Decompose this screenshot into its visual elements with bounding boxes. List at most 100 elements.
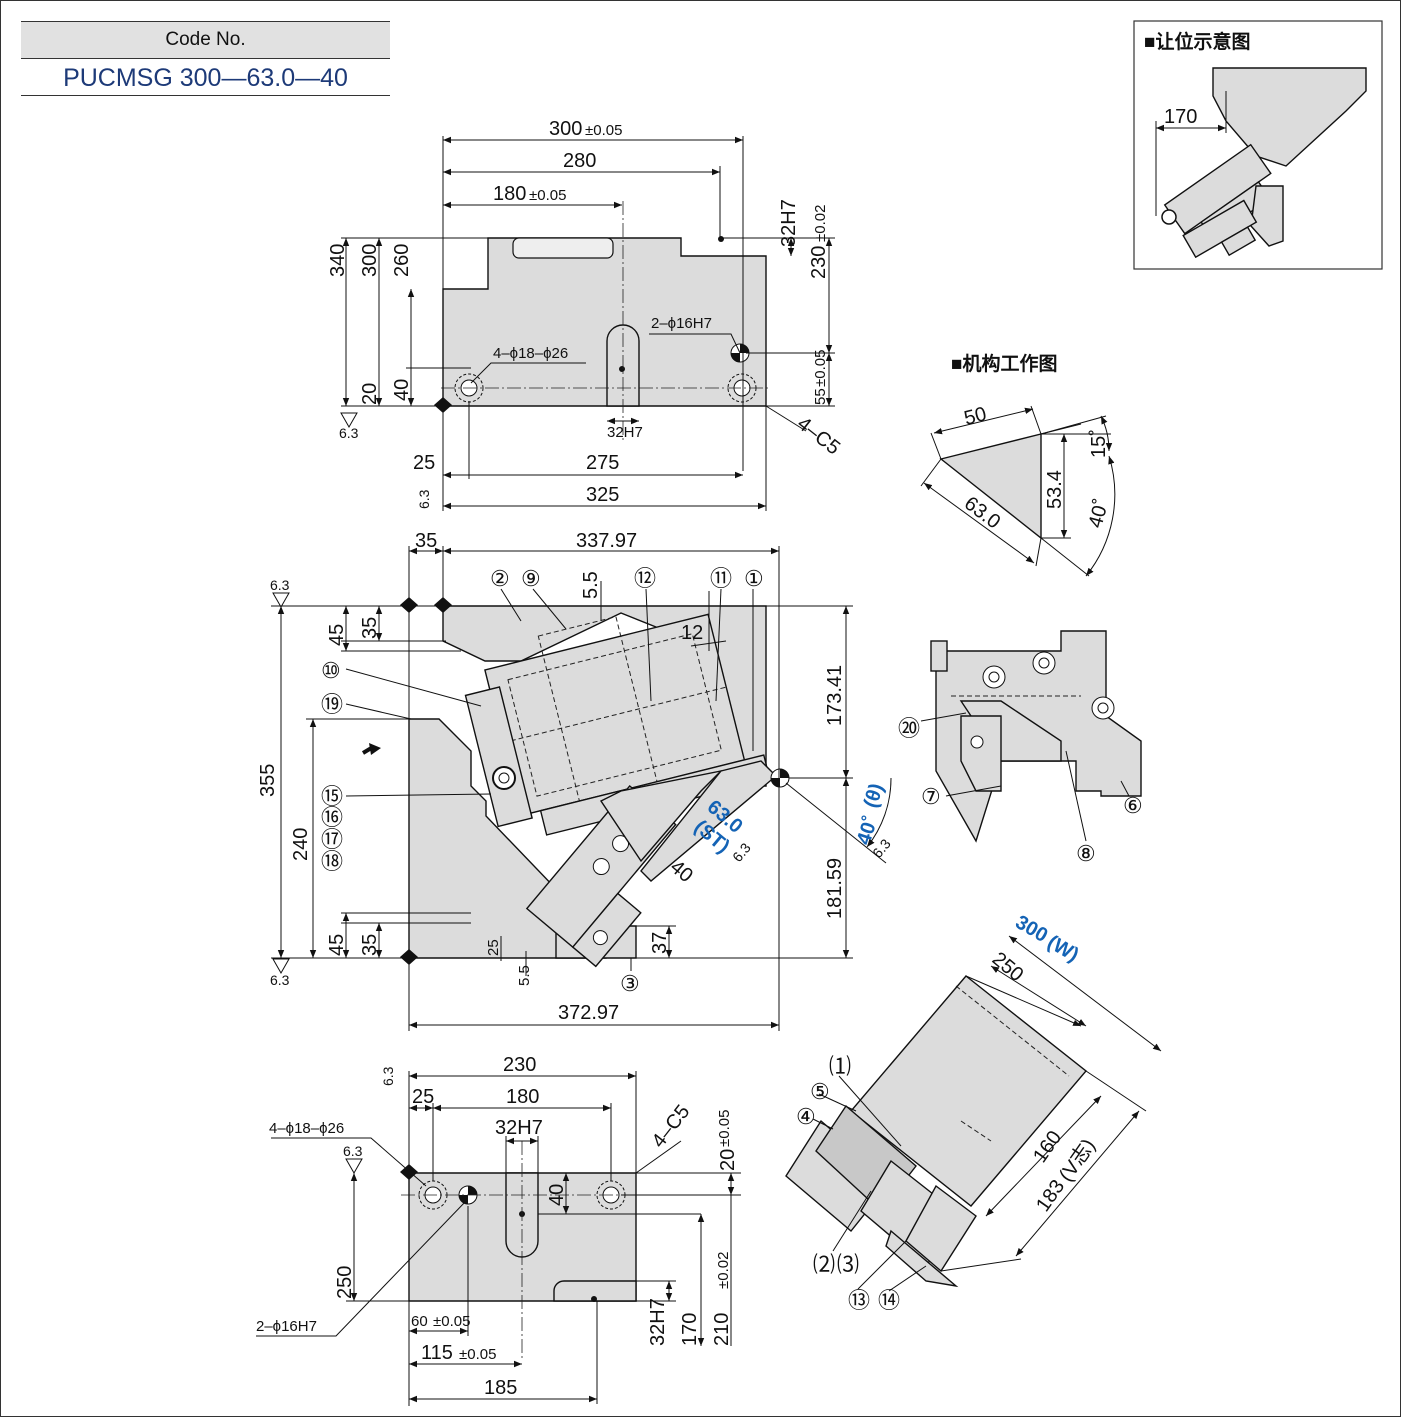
clearance-heading: ■让位示意图	[1144, 30, 1250, 53]
dim-280: 280	[563, 150, 596, 172]
dim-173: 173.41	[824, 665, 846, 726]
hidden-line	[502, 686, 727, 744]
bottom-view: 230 25 180 32H7 4–C5 20 ±0.05 4–ϕ18–ϕ26 …	[256, 1054, 741, 1406]
dim-355: 355	[257, 764, 279, 797]
part-balloon-19: ⑲	[321, 692, 343, 717]
surface-finish-value: 6.3	[270, 972, 290, 988]
dim-181: 181.59	[824, 858, 846, 919]
mechanism-heading: ■机构工作图	[951, 352, 1057, 375]
width-label: (W)	[1044, 931, 1083, 966]
part-balloon-21: ⑴	[829, 1054, 851, 1079]
surface-finish-value: 6.3	[380, 1066, 396, 1086]
dim-25: 25	[412, 1086, 434, 1108]
dim-325: 325	[586, 484, 619, 506]
dim-185: 185	[484, 1377, 517, 1399]
socket-screw-icon	[970, 651, 1115, 749]
hole-16-label: 2–ϕ16H7	[651, 315, 712, 332]
part-balloon-14: ⑭	[878, 1288, 900, 1313]
cam-tab	[571, 892, 642, 968]
ext-line	[1035, 537, 1042, 567]
leader-line	[888, 1265, 927, 1292]
surface-finish-icon	[345, 1158, 363, 1175]
dim-337: 337.97	[576, 530, 637, 552]
surface-finish-value: 6.3	[343, 1143, 363, 1159]
mechanism-diagram: ■机构工作图 50 53.4 63.0 15˚ 40˚	[920, 352, 1116, 577]
part-balloon-16: ⑯	[321, 805, 343, 830]
datum-marker	[400, 1164, 418, 1180]
dim-183: 183	[1032, 1176, 1069, 1216]
dim-20: 20	[717, 1149, 739, 1171]
datum-marker	[434, 397, 452, 413]
detail-view: ⑳ ⑦ ⑧ ⑥	[898, 630, 1143, 866]
inset-upper-plate	[1212, 67, 1367, 167]
angle-15: 15˚	[1088, 429, 1110, 458]
dim-tol: ±0.05	[585, 122, 622, 139]
dim-line	[1008, 935, 1162, 1052]
roller-icon	[492, 766, 516, 790]
dim-170: 170	[679, 1313, 701, 1346]
detail-tab	[930, 640, 948, 672]
dim-37: 37	[649, 932, 671, 954]
part-balloon-3: ③	[620, 971, 640, 996]
screw-icon	[592, 930, 608, 946]
leader-line	[818, 1093, 857, 1112]
part-balloon-23: ⑶	[837, 1252, 859, 1277]
part-balloon-15: ⑮	[321, 784, 343, 809]
part-balloon-6: ⑥	[1123, 793, 1143, 818]
dim-tol: ±0.05	[459, 1346, 496, 1363]
dim-12: 12	[681, 622, 703, 644]
part-balloon-10: ⑩	[321, 658, 341, 683]
part-balloon-12: ⑫	[634, 566, 656, 591]
dim-tol: ±0.05	[716, 1110, 733, 1147]
front-view: 35 337.97 5.5 12 45 35 355 240 173.41 18…	[257, 530, 894, 1031]
dim-20: 20	[359, 383, 381, 405]
dim-250: 250	[334, 1266, 356, 1299]
dim-32h7-b: 32H7	[647, 1298, 669, 1346]
detail-slide	[960, 715, 1002, 792]
ext-line	[930, 432, 942, 460]
surface-finish-value: 6.3	[270, 577, 290, 593]
part-balloon-22: ⑵	[813, 1252, 835, 1277]
dim-50: 50	[962, 403, 989, 430]
leader-line	[1065, 750, 1087, 842]
part-balloon-5: ⑤	[810, 1079, 830, 1104]
dim-tol: ±0.05	[433, 1313, 470, 1330]
part-balloon-20: ⑳	[898, 716, 920, 741]
leader-line	[645, 588, 652, 702]
dim-55: 55	[812, 388, 829, 405]
dim-line	[923, 482, 1035, 564]
part-balloon-7: ⑦	[921, 784, 941, 809]
dim-5-5-b: 5.5	[516, 965, 533, 986]
dim-372: 372.97	[558, 1002, 619, 1024]
angle-arc	[1100, 415, 1113, 452]
dim-300-v: 300	[359, 244, 381, 277]
dim-230: 230	[808, 246, 830, 279]
roller-inner	[498, 772, 510, 784]
pin-hole-icon	[770, 768, 790, 788]
code-value: PUCMSG 300—63.0—40	[21, 59, 390, 96]
surface-finish-icon	[340, 412, 358, 429]
ext-line	[920, 458, 942, 487]
dim-300: 300	[549, 118, 582, 140]
leader-line	[470, 362, 586, 384]
part-balloon-17: ⑰	[321, 827, 343, 852]
dim-250: 250	[988, 948, 1028, 986]
ext-line	[1040, 415, 1107, 435]
dim-180: 180	[506, 1086, 539, 1108]
width-value: 300	[1012, 911, 1052, 947]
angle-leg	[785, 782, 887, 864]
side-foot	[885, 1229, 959, 1288]
dim-32h7: 32H7	[778, 199, 800, 247]
inset-cam	[1182, 199, 1258, 259]
arrow-icon	[361, 745, 375, 755]
dim-260: 260	[391, 244, 413, 277]
hole-16-label: 2–ϕ16H7	[256, 1318, 317, 1335]
dim-230: 230	[503, 1054, 536, 1076]
dim-25: 25	[413, 452, 435, 474]
hidden-line	[960, 1120, 992, 1142]
ext-line	[1085, 1070, 1147, 1112]
part-balloon-1: ①	[744, 566, 764, 591]
surface-finish-value: 6.3	[339, 425, 359, 441]
dim-35-c: 35	[359, 934, 381, 956]
